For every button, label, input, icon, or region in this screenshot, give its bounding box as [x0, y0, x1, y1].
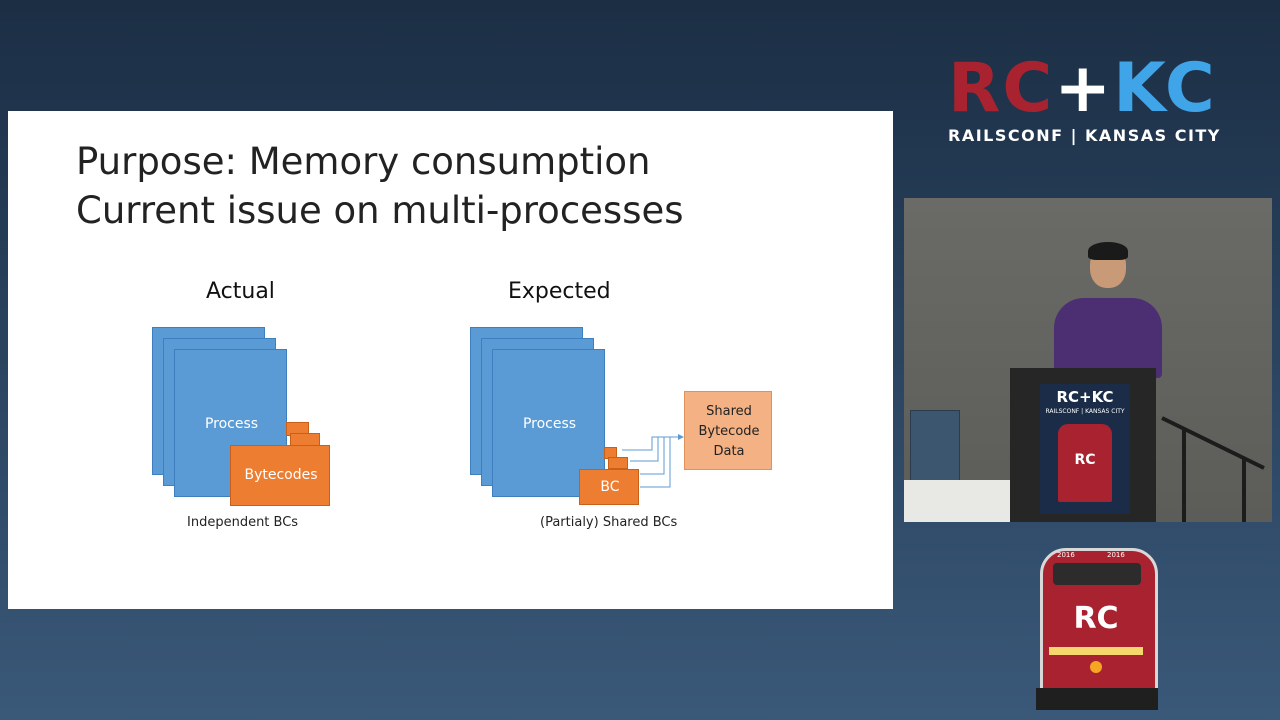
- train-letters: RC: [1073, 601, 1119, 636]
- bc-label: BC: [600, 479, 620, 495]
- logo-subtitle: RAILSCONF | KANSAS CITY: [948, 126, 1221, 145]
- trophy: [910, 410, 960, 490]
- process-label: Process: [522, 416, 577, 432]
- bytecodes-box: Bytecodes: [230, 445, 330, 506]
- expected-caption: (Partialy) Shared BCs: [540, 515, 678, 530]
- speaker-hair: [1088, 242, 1128, 260]
- train-number-right: 2016: [1107, 551, 1125, 559]
- train-stripe: [1049, 647, 1143, 655]
- actual-heading: Actual: [206, 279, 275, 304]
- shared-label-line-2: Bytecode: [698, 424, 760, 439]
- podium-train: RC: [1058, 424, 1112, 502]
- speaker-body: [1054, 298, 1162, 378]
- bytecodes-label: Bytecodes: [244, 467, 318, 483]
- train-headlight: [1090, 661, 1102, 673]
- slide-title-line-1: Purpose: Memory consumption: [76, 140, 651, 183]
- shared-bytecode-box: Shared Bytecode Data: [684, 391, 772, 470]
- railsconf-logo: RC+KC RAILSCONF | KANSAS CITY: [948, 55, 1238, 146]
- expected-heading: Expected: [508, 279, 611, 304]
- process-label: Process: [204, 416, 259, 432]
- train-number-left: 2016: [1057, 551, 1075, 559]
- slide-title: Purpose: Memory consumption Current issu…: [76, 137, 876, 235]
- podium-logo: RC+KC: [1056, 388, 1114, 406]
- table: [904, 480, 1024, 522]
- train-body: 2016 2016 RC: [1040, 548, 1158, 694]
- logo-rc: RC: [948, 49, 1055, 128]
- actual-caption: Independent BCs: [187, 515, 299, 530]
- connector-arrows: [622, 434, 684, 488]
- podium-train-letters: RC: [1074, 452, 1096, 468]
- bc-box: BC: [579, 469, 639, 505]
- podium-subtitle: RAILSCONF | KANSAS CITY: [1045, 408, 1125, 415]
- stage-railing: [1161, 416, 1265, 522]
- bc-box-middle: [608, 457, 628, 469]
- logo-kc: KC: [1113, 49, 1217, 128]
- podium-sign: RC+KC RAILSCONF | KANSAS CITY RC: [1040, 384, 1130, 514]
- presentation-slide: Purpose: Memory consumption Current issu…: [8, 111, 893, 609]
- train-bogie: [1036, 688, 1158, 710]
- logo-plus: +: [1054, 49, 1114, 128]
- shared-label-line-1: Shared: [706, 404, 752, 419]
- slide-title-line-2: Current issue on multi-processes: [76, 189, 684, 232]
- shared-label-line-3: Data: [713, 444, 745, 459]
- speaker-video: RC+KC RAILSCONF | KANSAS CITY RC: [904, 198, 1272, 522]
- podium: RC+KC RAILSCONF | KANSAS CITY RC: [1010, 368, 1156, 522]
- train-windshield: [1053, 563, 1141, 585]
